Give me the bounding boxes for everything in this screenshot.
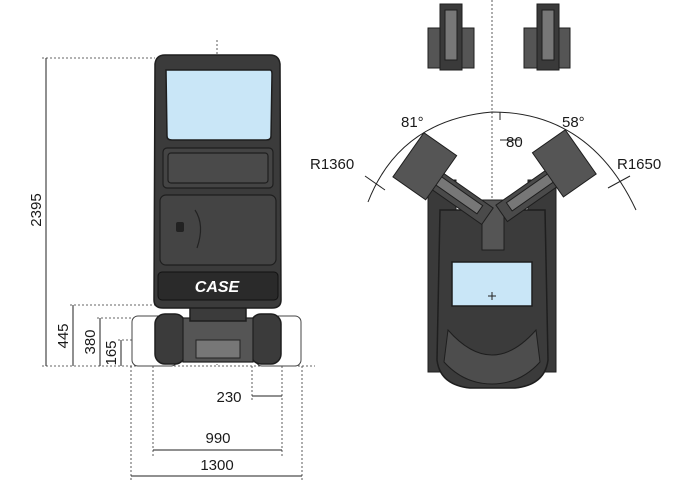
angle-left: 81°: [401, 114, 424, 131]
right-swung-arm: [495, 129, 597, 223]
dim-height-track: 380: [82, 329, 99, 354]
dim-track-gauge: 990: [205, 430, 230, 447]
top-cab-window: [451, 261, 533, 307]
dim-height-undercarriage: 445: [55, 323, 72, 348]
left-wheel: [154, 313, 186, 365]
radius-right: R1650: [617, 156, 661, 173]
dim-height-total: 2395: [28, 193, 45, 226]
top-bucket-left: [427, 3, 475, 71]
right-wheel: [250, 313, 282, 365]
left-swung-arm: [392, 131, 494, 226]
top-view: 81° 58° 80 R1360 R1650: [310, 0, 661, 389]
swing-arc: [367, 111, 637, 211]
front-view: 2395 445 380 165 CASE 2: [28, 40, 315, 482]
dim-overall-width: 1300: [200, 457, 233, 474]
dim-track-width: 230: [216, 389, 241, 406]
offset-dim: 80: [506, 134, 523, 151]
cab-window: [165, 69, 273, 141]
angle-right: 58°: [562, 114, 585, 131]
brand-logo: CASE: [195, 279, 241, 296]
top-bucket-right: [523, 3, 571, 71]
radius-left: R1360: [310, 156, 354, 173]
dim-ground-clearance: 165: [103, 340, 120, 365]
